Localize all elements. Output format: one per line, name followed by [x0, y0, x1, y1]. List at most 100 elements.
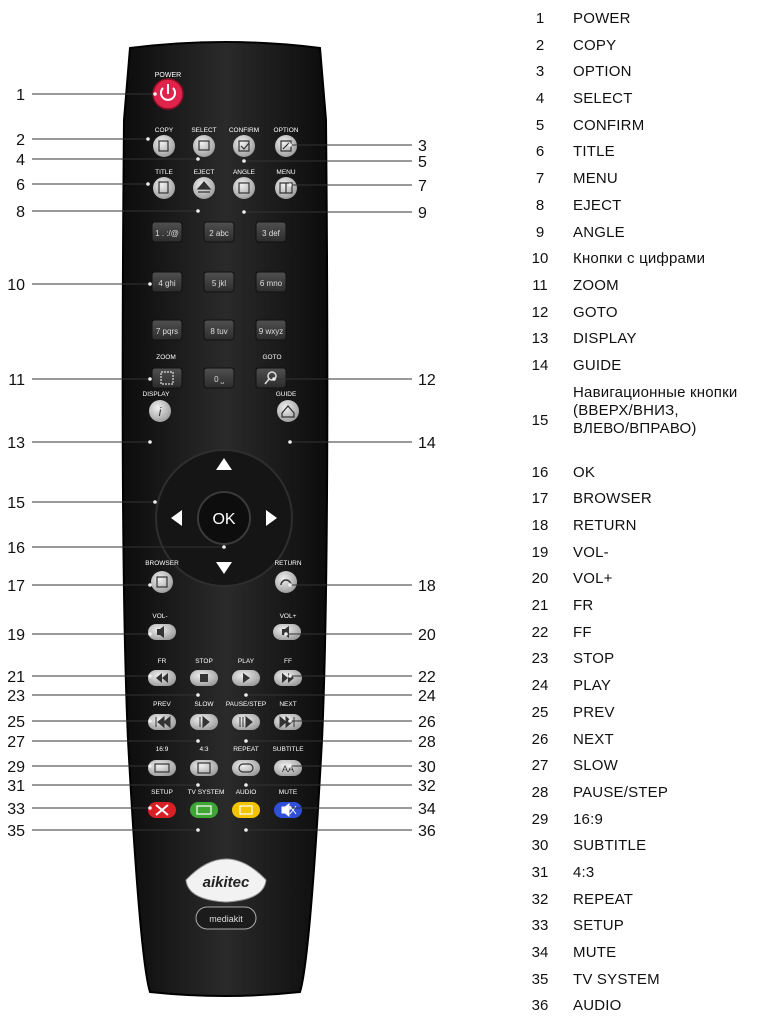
keypad-key-1[interactable]: 1 . :/@	[151, 221, 183, 243]
fr-button[interactable]	[148, 670, 176, 686]
keypad-key-7[interactable]: 7 pqrs	[151, 319, 183, 341]
keypad-key-5[interactable]: 5 jkl	[203, 271, 235, 293]
select-button[interactable]	[193, 135, 215, 157]
slow-button[interactable]	[190, 714, 218, 730]
eject-button[interactable]	[193, 177, 215, 199]
nav-up-button[interactable]	[216, 458, 232, 470]
callout-number: 12	[418, 372, 436, 389]
audio-button[interactable]	[232, 802, 260, 818]
copy-caption: COPY	[155, 127, 174, 134]
prev-button[interactable]	[148, 714, 176, 730]
return-button[interactable]	[275, 571, 297, 593]
power-button[interactable]	[152, 78, 184, 110]
stop-icon	[200, 674, 208, 682]
callout-dot	[288, 583, 292, 587]
legend-label: STOP	[573, 650, 615, 668]
subtitle-caption: SUBTITLE	[272, 746, 304, 753]
audio-caption: AUDIO	[236, 789, 257, 796]
guide-button[interactable]	[277, 400, 299, 422]
callout-dot	[148, 806, 152, 810]
keypad-key-4-label: 4 ghi	[158, 279, 176, 288]
ratio-16-9-button[interactable]	[148, 760, 176, 776]
zoom-button[interactable]	[151, 367, 183, 389]
legend-number: 5	[535, 116, 545, 134]
callout-layer: 1246810111315161719212325272931333535791…	[7, 87, 436, 840]
callout-number: 17	[7, 578, 25, 595]
callout-number: 22	[418, 669, 436, 686]
vol-minus-button[interactable]	[148, 624, 176, 640]
ff-button[interactable]	[274, 670, 302, 686]
option-button[interactable]	[275, 135, 297, 157]
keypad-key-2[interactable]: 2 abc	[203, 221, 235, 243]
legend-label: PAUSE/STEP	[573, 783, 669, 801]
keypad-key-4[interactable]: 4 ghi	[151, 271, 183, 293]
confirm-button[interactable]	[233, 135, 255, 157]
callout-dot	[148, 282, 152, 286]
next-button[interactable]	[274, 714, 302, 730]
angle-caption: ANGLE	[233, 169, 256, 176]
ok-button[interactable]: OK	[197, 491, 251, 545]
power-icon	[160, 87, 176, 101]
callout-number: 16	[7, 540, 25, 557]
legend-label: TV SYSTEM	[573, 970, 660, 988]
legend-number: 18	[531, 517, 549, 534]
callout-number: 36	[418, 823, 436, 840]
callout-number: 30	[418, 759, 436, 776]
keypad-key-3[interactable]: 3 def	[255, 221, 287, 243]
title-button[interactable]	[153, 177, 175, 199]
play-button[interactable]	[232, 670, 260, 686]
mute-button[interactable]	[274, 802, 302, 818]
callout-number: 27	[7, 734, 25, 751]
pause-step-button[interactable]	[232, 714, 260, 730]
copy-button[interactable]	[153, 135, 175, 157]
nav-down-button[interactable]	[216, 562, 232, 574]
callout-number: 1	[16, 87, 25, 104]
keypad-key-9[interactable]: 9 wxyz	[255, 319, 287, 341]
keypad-key-6[interactable]: 6 mno	[255, 271, 287, 293]
fr-caption: FR	[158, 658, 167, 665]
callout-dot	[153, 92, 157, 96]
legend-label: COPY	[573, 36, 617, 54]
callout-number: 32	[418, 778, 436, 795]
ratio-4-3-button[interactable]	[190, 760, 218, 776]
keypad-key-0-label: 0 ⎵	[214, 375, 225, 384]
menu-button[interactable]	[275, 177, 297, 199]
stop-button[interactable]	[190, 670, 218, 686]
nav-right-button[interactable]	[266, 510, 277, 526]
callout-number: 29	[7, 759, 25, 776]
goto-icon	[267, 371, 277, 381]
nav-left-button[interactable]	[171, 510, 182, 526]
tools-icon	[155, 804, 169, 816]
legend-number: 31	[531, 863, 549, 881]
display-button[interactable]: i	[149, 400, 171, 422]
tv-system-caption: TV SYSTEM	[188, 789, 225, 796]
tv-system-button[interactable]	[190, 802, 218, 818]
legend-label: Навигационные кнопки (ВВЕРХ/ВНИЗ, ВЛЕВО/…	[573, 383, 738, 437]
browser-button[interactable]	[151, 571, 173, 593]
keypad-key-0[interactable]: 0 ⎵	[203, 367, 235, 389]
callout-number: 23	[7, 688, 25, 705]
legend-label: 4:3	[573, 863, 595, 881]
setup-button[interactable]	[148, 802, 176, 818]
goto-button[interactable]	[255, 367, 287, 389]
confirm-caption: CONFIRM	[229, 127, 259, 134]
legend-label: MUTE	[573, 944, 617, 961]
vol-plus-button[interactable]	[273, 624, 301, 640]
legend-number: 19	[531, 543, 549, 561]
subtitle-button[interactable]: AA	[274, 760, 302, 776]
keypad-key-8-label: 8 tuv	[210, 327, 227, 336]
callout-dot	[244, 693, 248, 697]
keypad-key-8[interactable]: 8 tuv	[203, 319, 235, 341]
angle-button[interactable]	[233, 177, 255, 199]
vol-plus-caption: VOL+	[280, 613, 297, 620]
legend-label: TITLE	[573, 143, 615, 161]
callout-number: 31	[7, 778, 25, 795]
legend-label: CONFIRM	[573, 116, 645, 134]
repeat-button[interactable]	[232, 760, 260, 776]
